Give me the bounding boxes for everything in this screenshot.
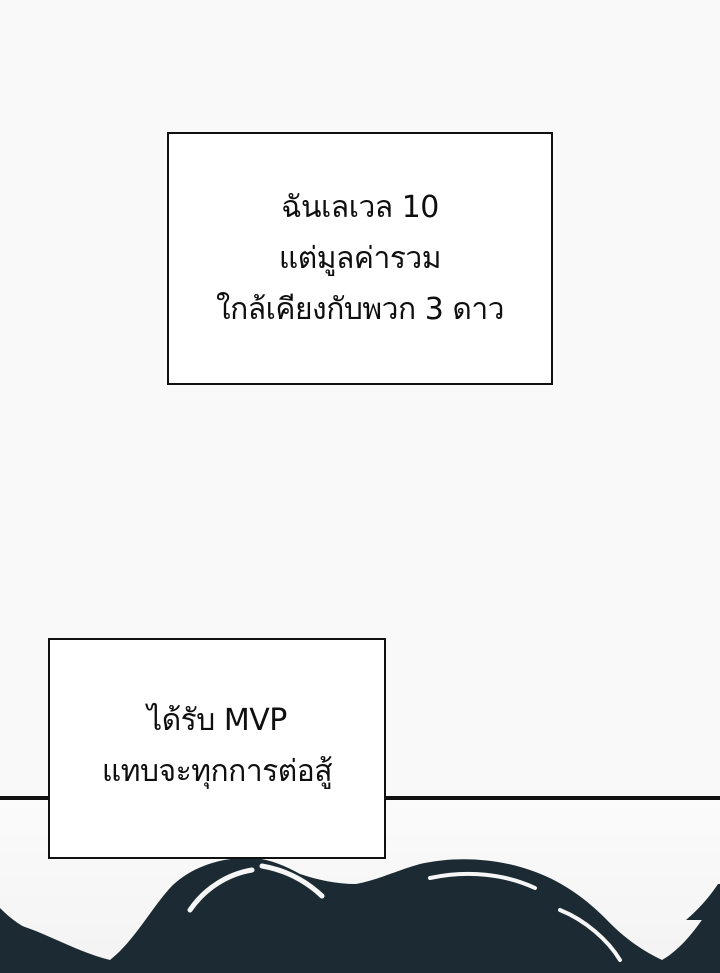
narration-box-1: ฉันเลเวล 10 แต่มูลค่ารวม ใกล้เคียงกับพวก… [167,132,553,385]
character-hair-silhouette-icon [0,857,720,973]
narration-line: แต่มูลค่ารวม [278,241,442,276]
narration-line: ใกล้เคียงกับพวก 3 ดาว [215,292,505,327]
narration-line: แทบจะทุกการต่อสู้ [101,753,333,789]
narration-line: ฉันเลเวล 10 [281,190,439,225]
narration-box-2: ได้รับ MVP แทบจะทุกการต่อสู้ [48,638,386,859]
narration-line: ได้รับ MVP [147,702,287,738]
